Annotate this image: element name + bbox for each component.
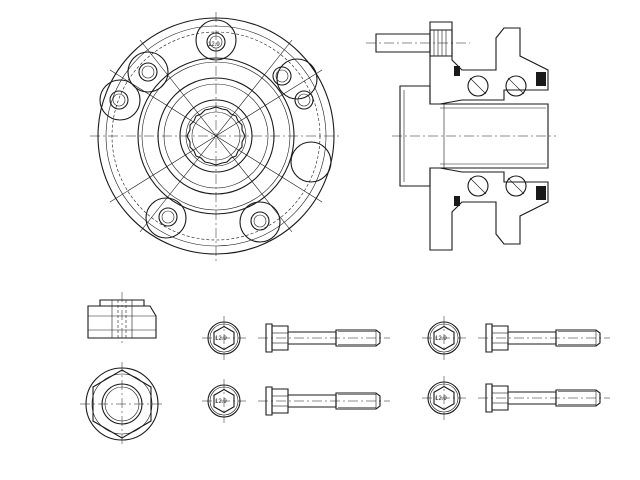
bolt-set-left-top: 12.9 — [201, 315, 391, 361]
bolt-grade-label: 12.9 — [435, 396, 447, 402]
bolt-set-right-top: 12.9 — [421, 315, 611, 361]
hub-bolt-marking: 12.9 — [208, 42, 220, 48]
hub-construction-lines — [90, 12, 342, 262]
nut-side-view — [87, 292, 157, 346]
bolt-grade-label: 12.9 — [215, 399, 227, 405]
hub-bolt-holes — [109, 32, 314, 231]
hub-flange-lobes — [99, 19, 332, 243]
hub-section-view — [366, 21, 556, 251]
wheel-stud — [366, 29, 470, 57]
nut-top-view — [80, 362, 164, 446]
hub-bore — [399, 85, 549, 187]
seals — [454, 66, 546, 206]
hub-flange-lower — [429, 167, 549, 251]
bolt-set-right-bottom: 12.9 — [421, 375, 611, 421]
bolt-grade-label: 12.9 — [435, 336, 447, 342]
bolt-grade-label: 12.9 — [215, 336, 227, 342]
hub-flange-upper — [429, 21, 549, 105]
bolt-set-left-bottom: 12.9 — [201, 378, 391, 424]
bearing-balls — [467, 75, 527, 197]
hub-front-view: 12.9 — [90, 12, 342, 262]
